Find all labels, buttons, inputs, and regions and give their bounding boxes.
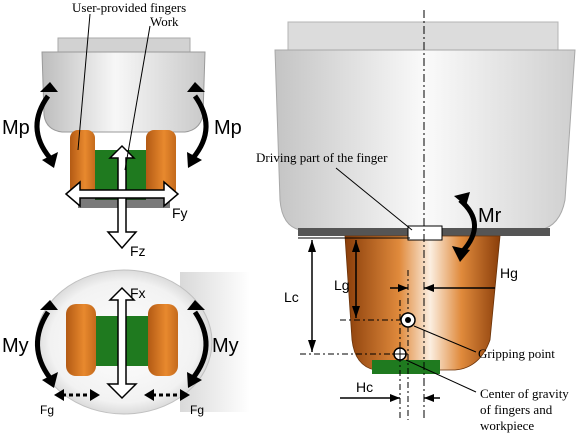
right-body-cap: [287, 21, 559, 51]
right-gripper-body: [274, 49, 576, 231]
label-driving-part: Driving part of the finger: [256, 150, 388, 165]
label-mp-left: Mp: [2, 117, 30, 139]
label-mp-right: Mp: [214, 117, 242, 139]
leader-user-fingers: [77, 13, 91, 151]
label-cog-line3: workpiece: [480, 418, 534, 433]
mp-left-arrow: [34, 94, 52, 160]
label-user-fingers: User-provided fingers: [72, 0, 186, 15]
label-fx: Fx: [130, 285, 146, 301]
label-cog-line2: of fingers and: [480, 402, 553, 417]
my-right-arrow: [190, 310, 209, 380]
leader-cog: [405, 359, 477, 393]
fy-arrow: [64, 180, 180, 208]
mp-right-arrow: [191, 94, 209, 160]
label-fy: Fy: [172, 205, 188, 221]
leader-work: [124, 25, 151, 171]
leader-driving-part: [335, 167, 413, 231]
label-my-right: My: [212, 335, 239, 357]
label-gripping-point: Gripping point: [478, 346, 555, 361]
gripper-body: [41, 51, 206, 133]
right-work-edge: [372, 360, 440, 374]
driving-part: [407, 225, 443, 241]
label-mr: Mr: [478, 205, 502, 227]
finger-left: [70, 130, 95, 198]
body-cap: [57, 37, 191, 53]
bottom-view: Fx My My Fg Fg: [2, 269, 250, 417]
finger-right: [146, 130, 176, 198]
label-fg-left: Fg: [40, 403, 54, 417]
side-view: User-provided fingers Work Mp Mp Fy Fz: [2, 0, 242, 259]
my-left-arrow: [35, 310, 53, 380]
right-finger: [344, 235, 501, 371]
bottom-finger-right: [148, 304, 178, 376]
fx-arrow: [106, 286, 138, 400]
label-hc: Hc: [356, 379, 373, 395]
label-hg: Hg: [500, 265, 518, 281]
label-fg-right: Fg: [190, 403, 204, 417]
label-lg: Lg: [334, 277, 350, 293]
leader-gripping-point: [413, 325, 477, 353]
dimension-view: Driving part of the finger Mr Lc Lg Hg H…: [256, 10, 576, 433]
label-fz: Fz: [130, 243, 146, 259]
label-cog-line1: Center of gravity: [480, 386, 569, 401]
bottom-finger-left: [66, 304, 96, 376]
label-work: Work: [150, 14, 179, 29]
label-my-left: My: [2, 335, 29, 357]
label-lc: Lc: [284, 289, 299, 305]
